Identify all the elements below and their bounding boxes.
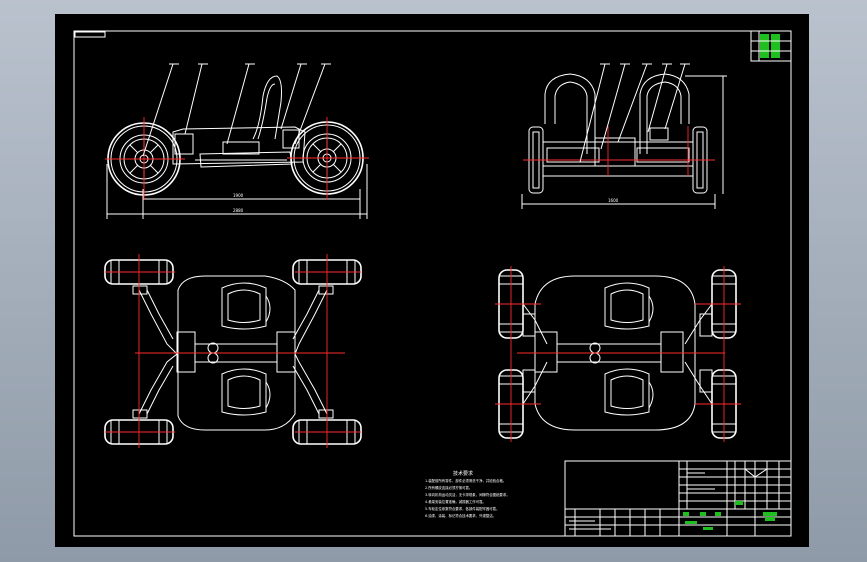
svg-text:1600: 1600 bbox=[608, 198, 619, 203]
svg-text:1900: 1900 bbox=[233, 193, 244, 198]
front-view: 1600 bbox=[521, 63, 727, 209]
drawing-border bbox=[73, 30, 792, 537]
svg-text:2880: 2880 bbox=[233, 208, 244, 213]
cad-drawing: 2880 1900 bbox=[73, 30, 792, 537]
note-line-6: 6.油漆、涂装、标记符合技术要求，外观整洁。 bbox=[425, 513, 496, 518]
drawing-sheet: 2880 1900 bbox=[55, 14, 809, 547]
drawing-number-box bbox=[74, 31, 106, 38]
side-view: 2880 1900 bbox=[105, 63, 369, 219]
top-right-code-block bbox=[750, 30, 792, 62]
note-line-1: 1.装配前所有零件、部件必须清洗干净，并检验合格。 bbox=[425, 478, 506, 483]
title-block bbox=[564, 460, 792, 537]
technical-notes: 技术要求 1.装配前所有零件、部件必须清洗干净，并检验合格。 2.所有螺纹连接必… bbox=[425, 470, 510, 518]
note-line-3: 3.转向机构运动灵活，无卡滞现象，间隙符合图纸要求。 bbox=[425, 492, 510, 497]
note-line-2: 2.所有螺纹连接必须拧紧可靠。 bbox=[425, 485, 472, 490]
note-line-5: 5.车轮定位参数符合要求，各部件装配牢固可靠。 bbox=[425, 506, 499, 511]
top-view-right bbox=[495, 266, 741, 442]
note-line-4: 4.悬架安装位置准确，减振器工作可靠。 bbox=[425, 499, 486, 504]
top-view-left bbox=[104, 254, 362, 448]
notes-heading: 技术要求 bbox=[453, 470, 473, 477]
